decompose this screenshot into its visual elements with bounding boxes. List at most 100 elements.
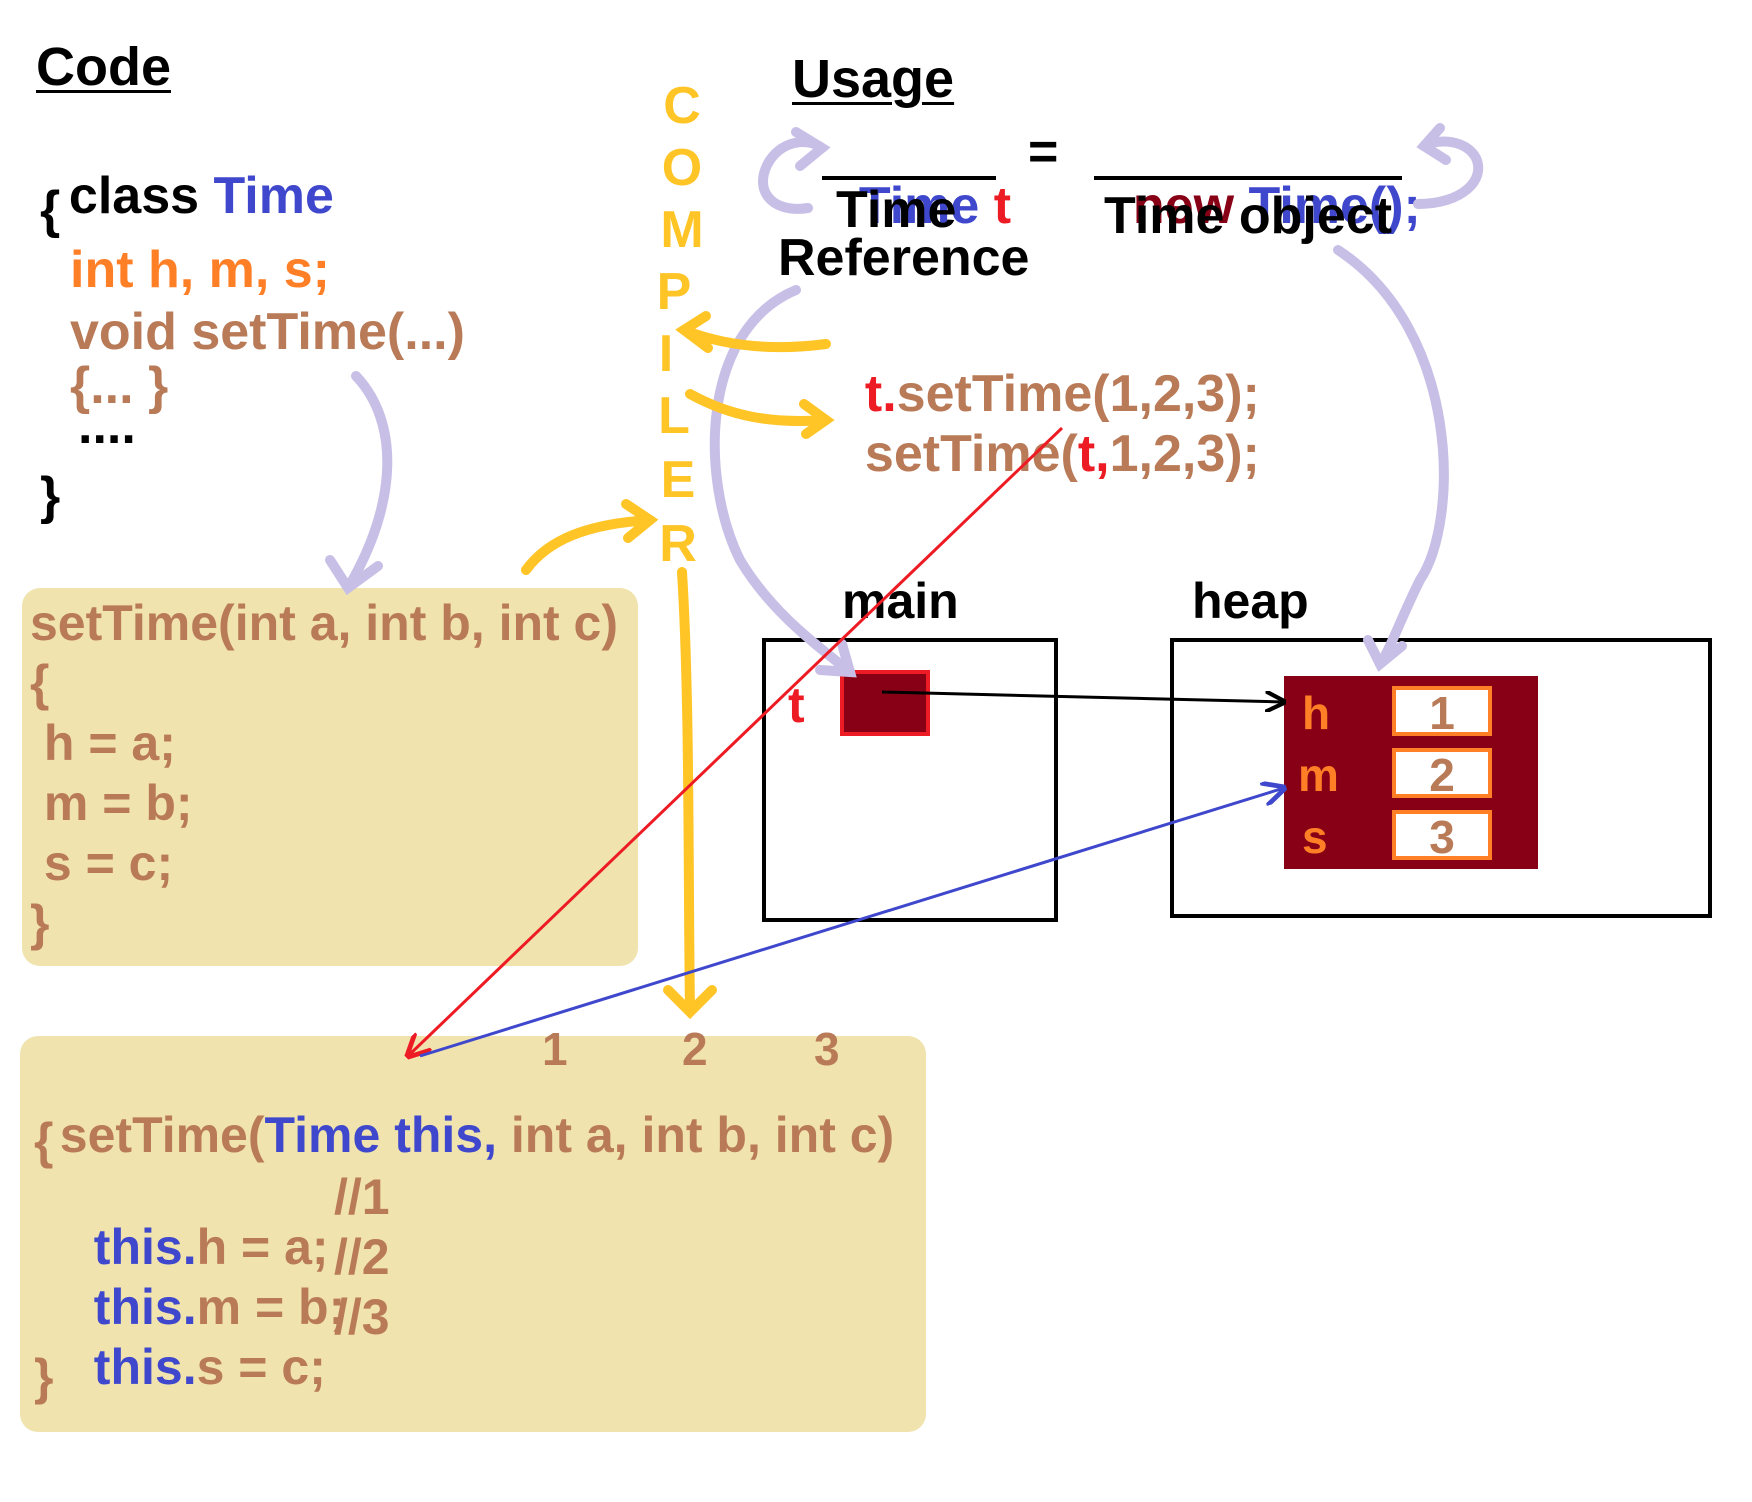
usage-heading: Usage: [792, 49, 955, 109]
reference-declaration: Time t: [830, 128, 1011, 232]
t-to-this-arrow: [408, 426, 1064, 1056]
method-signature: void setTime(...): [70, 303, 465, 361]
reference-type: Time: [858, 177, 980, 235]
comment-3: //3: [334, 1289, 390, 1345]
compiler-letter-r: R: [659, 515, 697, 573]
assignment: m = b;: [196, 1279, 346, 1335]
class-open-brace: {: [40, 181, 61, 239]
this-box-open-brace: {: [34, 1113, 54, 1169]
this-to-object-arrow: [419, 788, 1284, 1058]
method-box-line-1: setTime(int a, int b, int c): [30, 595, 619, 651]
code-to-method-arrow: [343, 371, 393, 593]
class-close-brace: }: [40, 467, 61, 525]
lavender-arrows: [325, 123, 1484, 678]
compiler-letter-i: I: [658, 325, 674, 383]
step-number-3: 3: [814, 1023, 840, 1075]
compiler-letter-e: E: [660, 451, 696, 509]
method-box-line-4: m = b;: [30, 775, 193, 831]
reference-variable-label: t: [788, 677, 805, 733]
class-keyword: class: [68, 167, 214, 225]
field-m-name: m: [1298, 749, 1339, 801]
call-expression: setTime(1,2,3);: [896, 365, 1260, 423]
main-stack-frame: [762, 638, 1058, 922]
reference-caption: Reference: [778, 229, 1030, 287]
method-to-compiler-arrow: [521, 515, 655, 575]
class-name: Time: [213, 167, 334, 225]
comment-1: //1: [334, 1169, 390, 1225]
call-target: t.: [864, 365, 897, 423]
object-caption: Time object: [1104, 187, 1393, 245]
this-box-line-2: this.m = b;: [66, 1232, 345, 1332]
compiled-this-argument: t,: [1077, 425, 1110, 483]
signature-start: setTime(: [59, 1107, 265, 1163]
compiler-down-arrowhead: [663, 985, 717, 1020]
compiled-call: setTime(t,1,2,3);: [836, 376, 1260, 480]
this-box-line-3: this.s = c;: [66, 1292, 326, 1392]
step-number-2: 2: [682, 1023, 708, 1075]
this-keyword: this.: [93, 1219, 197, 1275]
reference-variable: t: [993, 177, 1012, 235]
call-to-compiler-arrowhead: [675, 311, 713, 353]
method-box-line-6: }: [30, 895, 50, 951]
call-to-compiler-arrow: [679, 325, 831, 353]
compiled-arguments: 1,2,3);: [1109, 425, 1260, 483]
object-underline: [1094, 176, 1402, 180]
compiler-arrows: [521, 311, 835, 1020]
compiler-to-compiled-arrow: [685, 389, 831, 426]
this-box-signature: setTime(Time this, int a, int b, int c): [32, 1060, 894, 1160]
new-keyword: new: [1132, 177, 1235, 235]
code-to-method-arrowhead: [325, 555, 383, 596]
compiler-letter-l: L: [658, 387, 690, 445]
code-heading: Code: [36, 37, 171, 97]
field-declaration: int h, m, s;: [70, 241, 330, 299]
heap-label: heap: [1192, 573, 1309, 629]
signature-rest: int a, int b, int c): [497, 1107, 895, 1163]
field-h-value: 1: [1392, 686, 1492, 736]
object-loop-arrowhead: [1416, 123, 1451, 165]
method-to-compiler-arrowhead: [621, 499, 659, 543]
this-keyword: this.: [93, 1279, 197, 1335]
class-declaration: class Time: [40, 118, 334, 222]
this-parameter: Time this,: [264, 1107, 497, 1163]
object-creation: new Time();: [1104, 128, 1421, 232]
object-to-heap-arrow: [1333, 245, 1449, 669]
assignment-operator: =: [1028, 123, 1059, 181]
constructor-call: Time();: [1248, 177, 1421, 235]
assignment: h = a;: [196, 1219, 329, 1275]
reference-underline: [822, 176, 996, 180]
comment-2: //2: [334, 1229, 390, 1285]
compiler-to-compiled-arrowhead: [799, 399, 835, 439]
assignment: s = c;: [196, 1339, 326, 1395]
reference-pointer-arrow: [881, 690, 1284, 702]
field-s-name: s: [1302, 811, 1328, 863]
compiler-letter-m: M: [660, 201, 704, 259]
compiler-letter-c: C: [663, 77, 701, 135]
compiled-method-box: [20, 1036, 926, 1432]
reference-caption-type: Time: [836, 181, 957, 239]
compiler-letter-o: O: [661, 139, 703, 197]
object-loop-arrow: [1413, 136, 1484, 209]
step-number-1: 1: [542, 1023, 568, 1075]
reference-to-main-arrowhead: [815, 639, 857, 678]
reference-cell: [840, 670, 930, 736]
field-h-name: h: [1302, 687, 1331, 739]
method-box-line-3: h = a;: [30, 715, 176, 771]
field-s-value: 3: [1392, 810, 1492, 860]
method-box-line-2: {: [30, 655, 50, 711]
object-to-heap-arrowhead: [1363, 635, 1407, 672]
field-m-value: 2: [1392, 748, 1492, 798]
compiled-function: setTime(: [864, 425, 1078, 483]
this-box-line-1: this.h = a;: [66, 1172, 329, 1272]
this-keyword: this.: [93, 1339, 197, 1395]
more-members: ....: [78, 397, 136, 455]
method-definition-box: [22, 588, 638, 966]
heap-frame: [1170, 638, 1712, 918]
compiler-down-arrow: [677, 567, 695, 1015]
method-call: t.setTime(1,2,3);: [836, 316, 1260, 420]
reference-loop-arrowhead: [791, 127, 831, 171]
this-box-close-brace: }: [34, 1349, 54, 1405]
method-body: {... }: [70, 357, 169, 415]
compiler-letter-p: P: [656, 263, 692, 321]
method-box-line-5: s = c;: [30, 835, 174, 891]
